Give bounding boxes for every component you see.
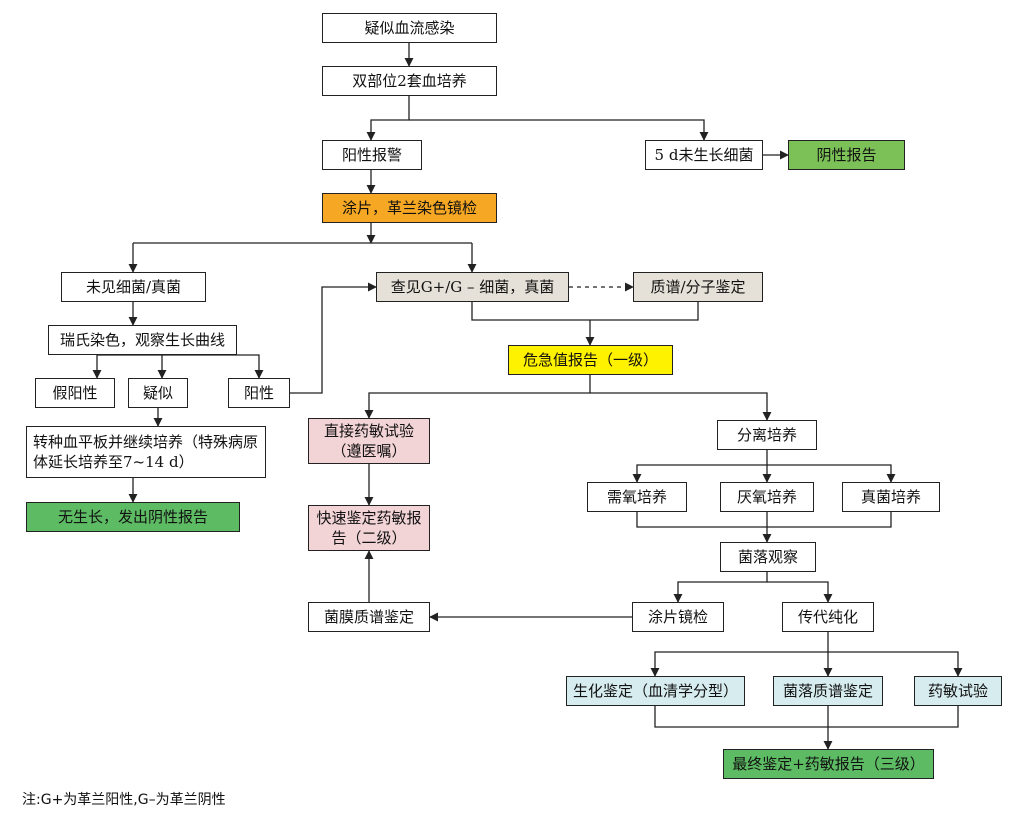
connector-culture-merge [636,512,892,528]
node-found-gram: 查见G+/G – 细菌，真菌 [376,272,569,302]
node-film-ms: 菌膜质谱鉴定 [308,602,430,632]
arrow-sub-biochem [650,632,829,677]
node-smear-exam: 涂片镜检 [632,602,724,632]
connector-final-merge [654,706,959,728]
node-aerobic: 需氧培养 [587,482,687,512]
arrow-culture-positive [366,96,410,141]
arrow-critical-direct [364,375,591,419]
node-no-bacteria: 未见细菌/真菌 [61,272,206,302]
node-negative-report: 阴性报告 [788,140,905,170]
footnote: 注:G+为革兰阳性,G–为革兰阴性 [22,792,226,808]
node-biochem: 生化鉴定（血清学分型） [566,676,745,706]
node-colony-observation: 菌落观察 [720,542,816,572]
arrow-critical-isolation [590,392,772,421]
node-fungal: 真菌培养 [842,482,940,512]
node-critical-report: 危急值报告（一级） [508,345,673,375]
arrow-obs-smear [673,572,768,603]
node-colony-ms: 菌落质谱鉴定 [773,676,883,706]
arrow-iso-aerobic [632,450,768,483]
node-no-growth-report: 无生长，发出阴性报告 [26,502,240,532]
node-subculture: 传代纯化 [782,602,874,632]
node-positive-alarm: 阳性报警 [322,140,422,170]
node-no-growth-5d: 5 d未生长细菌 [645,140,763,170]
node-direct-ast: 直接药敏试验（遵医嘱） [308,418,430,464]
arrow-iso-fungal [767,464,896,483]
connector-found-ms-merge [471,302,699,321]
arrow-obs-subculture [767,581,833,603]
node-suspected: 疑似 [128,378,188,408]
node-positive: 阳性 [228,378,290,408]
node-wright-stain: 瑞氏染色，观察生长曲线 [48,325,237,355]
node-anaerobic: 厌氧培养 [720,482,814,512]
node-ms-molecular: 质谱/分子鉴定 [633,272,763,302]
node-ast: 药敏试验 [914,676,1002,706]
node-false-positive: 假阳性 [35,378,115,408]
node-rapid-report: 快速鉴定药敏报告（二级） [308,505,430,551]
node-isolation: 分离培养 [717,420,817,450]
node-culture: 双部位2套血培养 [322,66,497,96]
arrow-wright-positive [97,354,264,379]
node-transfer-plate: 转种血平板并继续培养（特殊病原体延长培养至7~14 d） [26,426,266,478]
arrow-culture-nogrowth [409,119,709,141]
node-suspect: 疑似血流感染 [322,13,497,43]
node-final-report: 最终鉴定+药敏报告（三级） [723,749,934,779]
node-smear-gram: 涂片，革兰染色镜检 [322,193,497,223]
arrow-positive-found [290,282,377,394]
arrow-sub-ast [828,651,963,677]
